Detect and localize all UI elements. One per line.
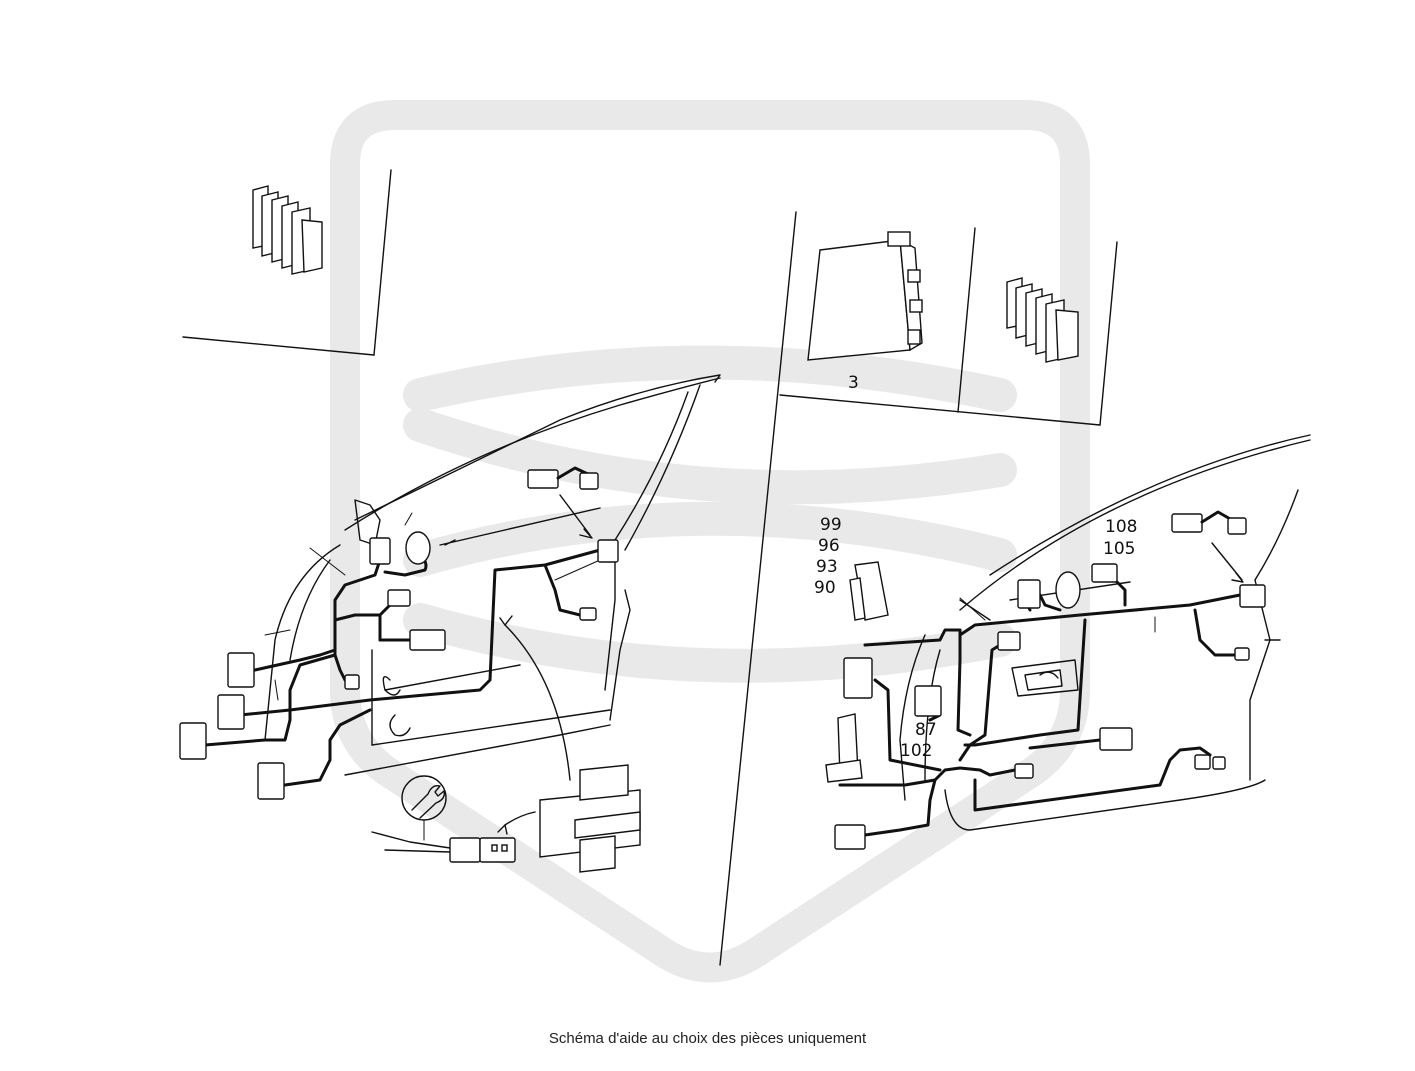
diagram-caption: Schéma d'aide au choix des pièces unique…: [548, 1030, 867, 1047]
connector: [1234, 647, 1250, 661]
part-number-102: 102: [900, 741, 932, 761]
part-number-99: 99: [820, 515, 842, 535]
connector: [179, 722, 207, 760]
connector: [227, 652, 255, 688]
relay-module-right: [1006, 277, 1079, 363]
speaker: [1055, 571, 1081, 609]
part-number-90: 90: [814, 578, 836, 598]
right-door-body: [899, 434, 1311, 831]
left-module-inset: [182, 169, 392, 356]
connector: [527, 469, 559, 489]
connector: [409, 629, 446, 651]
connector: [387, 589, 411, 607]
connector: [579, 472, 599, 490]
connector: [1227, 517, 1247, 535]
connector: [1171, 513, 1203, 533]
part-number-93: 93: [816, 557, 838, 577]
connector: [1091, 563, 1118, 583]
connector: [1212, 756, 1226, 770]
connector: [579, 607, 597, 621]
left-door-body: [264, 374, 721, 776]
connector: [257, 762, 285, 800]
relay-module-left: [252, 185, 323, 275]
part-number-96: 96: [818, 536, 840, 556]
connector: [1194, 754, 1211, 770]
connector: [843, 657, 873, 699]
speaker: [405, 531, 431, 565]
part-number-105: 105: [1103, 539, 1135, 559]
connector: [597, 539, 619, 563]
left-control-unit: [497, 615, 641, 873]
part-number-108: 108: [1105, 517, 1137, 537]
connector: [369, 537, 391, 565]
connector: [1014, 763, 1034, 779]
right-connectors: [825, 510, 1266, 850]
right-wiring-harness: [838, 578, 1242, 837]
connector: [997, 631, 1021, 651]
connector: [217, 694, 245, 730]
part-number-87: 87: [915, 720, 937, 740]
connector: [1099, 727, 1133, 751]
connector: [1239, 584, 1266, 608]
control-module-3: 3: [807, 231, 923, 393]
service-diagnostic-connector: [371, 775, 516, 863]
part-number-3: 3: [848, 373, 859, 393]
left-connectors: [179, 466, 619, 800]
left-wiring-harness: [203, 543, 602, 787]
connector: [344, 674, 360, 690]
right-module-inset: 3: [779, 227, 1118, 426]
panel-divider: [719, 211, 797, 966]
right-part-labels: 99 96 93 90 108 105 87 102: [814, 515, 1137, 761]
connector: [834, 824, 866, 850]
connector: [1017, 579, 1041, 609]
connector: [914, 685, 942, 717]
